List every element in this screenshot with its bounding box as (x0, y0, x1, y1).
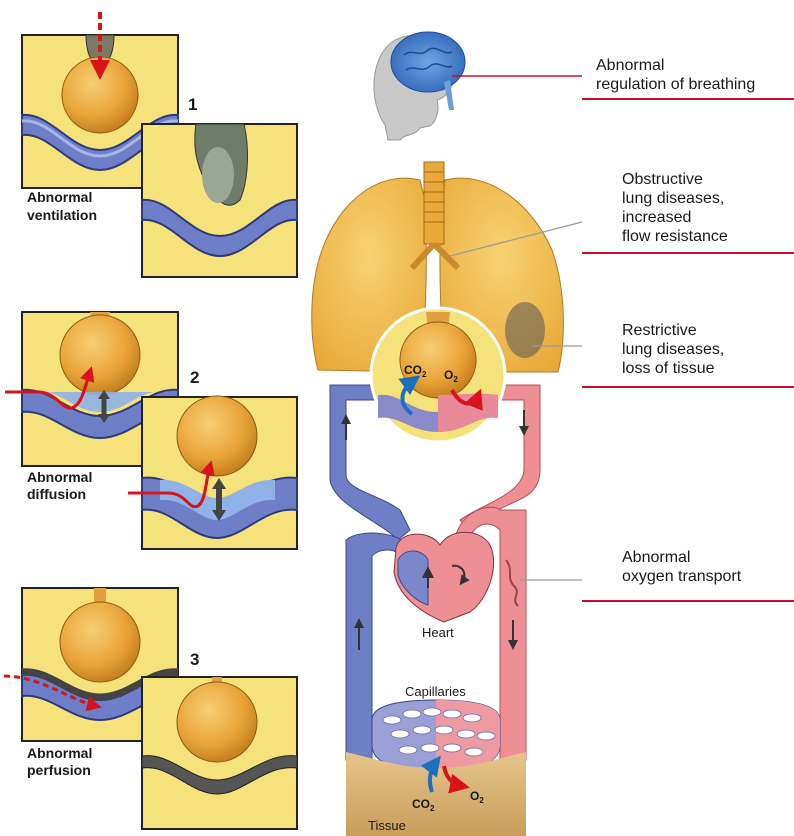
head-with-brain (374, 32, 465, 140)
callout-oxygen-transport: Abnormal oxygen transport (582, 538, 794, 602)
panel-1-number: 1 (188, 95, 197, 114)
panel-3-number: 3 (190, 650, 199, 669)
panel-3-no-perfusion (142, 677, 297, 829)
panel-1-label-line1: Abnormal (27, 189, 92, 205)
capillaries-label: Capillaries (405, 684, 466, 699)
callout-3-line-3: loss of tissue (622, 359, 794, 378)
callout-2-line-2: lung diseases, (622, 189, 794, 208)
callout-regulation-of-breathing: Abnormal regulation of breathing (582, 52, 794, 100)
callout-1-line-2: regulation of breathing (596, 75, 794, 94)
panel-2-thickened (128, 396, 297, 549)
callout-2-line-3: increased (622, 208, 794, 227)
callout-1-line-1: Abnormal (596, 56, 794, 75)
magnified-alveolus (371, 308, 505, 442)
panel-1-label-line2: ventilation (27, 207, 97, 223)
capillary-bed (372, 700, 500, 772)
callout-restrictive-lung-diseases: Restrictive lung diseases, loss of tissu… (582, 313, 794, 388)
panel-3-label-line1: Abnormal (27, 745, 92, 761)
callout-2-line-4: flow resistance (622, 227, 794, 246)
panel-2-label-line2: diffusion (27, 486, 86, 502)
callout-4-line-1: Abnormal (622, 548, 794, 567)
panel-2-number: 2 (190, 368, 199, 387)
callout-obstructive-lung-diseases: Obstructive lung diseases, increased flo… (582, 164, 794, 254)
panel-2-label-line1: Abnormal (27, 469, 92, 485)
callout-4-line-2: oxygen transport (622, 567, 794, 586)
heart (394, 532, 494, 622)
panel-3-label-line2: perfusion (27, 762, 91, 778)
heart-label: Heart (422, 625, 454, 640)
callout-3-line-1: Restrictive (622, 321, 794, 340)
tissue-label: Tissue (368, 818, 406, 833)
callout-3-line-2: lung diseases, (622, 340, 794, 359)
callout-2-line-1: Obstructive (622, 170, 794, 189)
panel-1-obstructed (142, 124, 297, 277)
